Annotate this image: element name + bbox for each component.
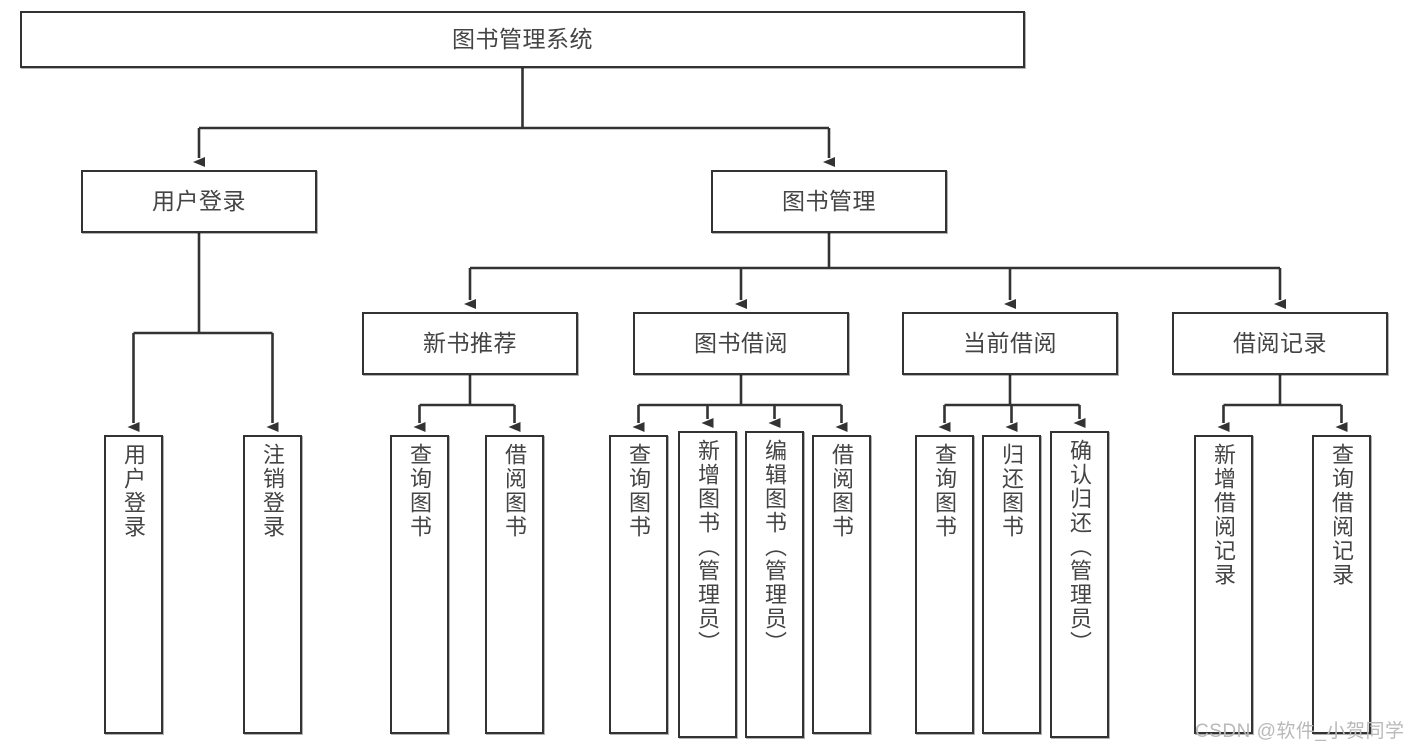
node-leaf-confirm[interactable]: 确认归还（管理员） [1050,431,1109,738]
node-label: 借阅记录 [1233,329,1327,356]
csdn-watermark: CSDN @软件_小贺同学 [1195,721,1405,742]
node-label: 借阅图书 [502,443,528,539]
node-label: 新增图书（管理员） [695,439,721,655]
node-label: 新增借阅记录 [1211,443,1237,587]
node-leaf-add[interactable]: 新增图书（管理员） [678,431,737,738]
node-label: 归还图书 [999,443,1025,539]
node-label: 用户登录 [121,443,147,539]
node-label: 查询图书 [626,443,652,539]
node-label: 用户登录 [152,187,246,214]
node-label: 新书推荐 [423,329,517,356]
node-label: 编辑图书（管理员） [762,439,788,655]
node-leaf-q2[interactable]: 查询图书 [609,435,668,734]
node-root[interactable]: 图书管理系统 [20,11,1025,68]
node-leaf-b2[interactable]: 借阅图书 [812,435,871,734]
node-newbook[interactable]: 新书推荐 [362,312,578,375]
node-label: 图书借阅 [694,329,788,356]
node-records[interactable]: 借阅记录 [1172,312,1388,375]
node-leaf-qrec[interactable]: 查询借阅记录 [1312,435,1371,734]
node-leaf-edit[interactable]: 编辑图书（管理员） [745,431,804,738]
node-leaf-return[interactable]: 归还图书 [982,435,1041,734]
node-leaf-addrec[interactable]: 新增借阅记录 [1194,435,1253,734]
node-label: 图书管理系统 [452,25,593,52]
node-label: 确认归还（管理员） [1067,439,1093,655]
node-current[interactable]: 当前借阅 [902,312,1118,375]
node-bookmgmt[interactable]: 图书管理 [711,170,947,233]
node-leaf-q1[interactable]: 查询图书 [390,435,449,734]
node-label: 当前借阅 [963,329,1057,356]
node-label: 图书管理 [782,187,876,214]
node-label: 查询图书 [407,443,433,539]
node-login[interactable]: 用户登录 [81,170,317,233]
node-label: 查询图书 [932,443,958,539]
node-borrow[interactable]: 图书借阅 [633,312,849,375]
node-label: 借阅图书 [829,443,855,539]
node-leaf-q3[interactable]: 查询图书 [915,435,974,734]
node-leaf-logout[interactable]: 注销登录 [243,435,302,734]
node-label: 查询借阅记录 [1329,443,1355,587]
node-leaf-userlogin[interactable]: 用户登录 [104,435,163,734]
node-label: 注销登录 [260,443,286,539]
node-leaf-b1[interactable]: 借阅图书 [485,435,544,734]
